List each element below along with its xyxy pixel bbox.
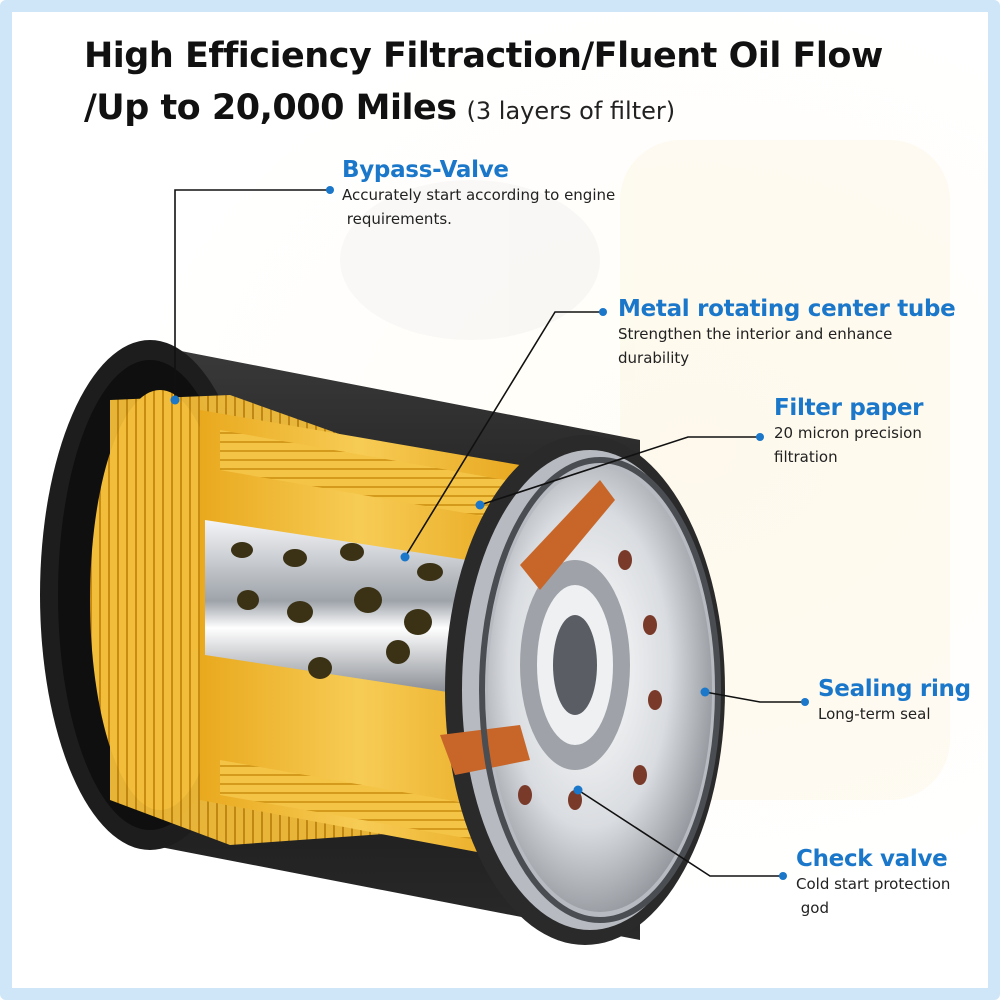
seal-dot bbox=[700, 687, 710, 697]
seal-label-dot bbox=[801, 698, 809, 706]
callout-center-tube: Metal rotating center tube Strengthen th… bbox=[618, 296, 956, 370]
callout-paper-desc-2: filtration bbox=[774, 448, 838, 466]
callout-check-desc-2: god bbox=[796, 899, 829, 917]
bypass-dot bbox=[170, 395, 180, 405]
callout-bypass-title: Bypass-Valve bbox=[342, 157, 509, 183]
leader-lines bbox=[174, 189, 805, 877]
bypass-label-dot bbox=[326, 186, 334, 194]
callout-seal-desc-1: Long-term seal bbox=[818, 705, 931, 723]
tube-label-dot bbox=[599, 308, 607, 316]
tube-dot bbox=[400, 552, 410, 562]
callout-bypass-valve: Bypass-Valve Accurately start according … bbox=[342, 157, 615, 231]
callout-tube-desc-2: durability bbox=[618, 349, 690, 367]
callout-tube-title: Metal rotating center tube bbox=[618, 296, 956, 322]
callout-seal-title: Sealing ring bbox=[818, 676, 971, 702]
callout-check-desc-1: Cold start protection bbox=[796, 875, 951, 893]
headline-subtitle: (3 layers of filter) bbox=[466, 97, 676, 125]
headline-line-1: High Efficiency Filtraction/Fluent Oil F… bbox=[84, 36, 883, 76]
check-label-dot bbox=[779, 872, 787, 880]
callout-bypass-desc-1: Accurately start according to engine bbox=[342, 186, 616, 204]
headline-line-2-main: /Up to 20,000 Miles bbox=[84, 88, 457, 128]
callout-check-valve: Check valve Cold start protection god bbox=[796, 846, 950, 920]
callout-paper-desc-1: 20 micron precision bbox=[774, 424, 922, 442]
filter-cutaway bbox=[200, 410, 540, 860]
check-dot bbox=[573, 785, 583, 795]
callout-filter-paper: Filter paper 20 micron precision filtrat… bbox=[774, 395, 924, 469]
paper-dot bbox=[475, 500, 485, 510]
callout-bypass-desc-2: requirements. bbox=[342, 210, 452, 228]
headline-line-2: /Up to 20,000 Miles (3 layers of filter) bbox=[84, 88, 675, 128]
leader-dots bbox=[170, 186, 809, 880]
callout-check-title: Check valve bbox=[796, 846, 948, 872]
paper-label-dot bbox=[756, 433, 764, 441]
callout-tube-desc-1: Strengthen the interior and enhance bbox=[618, 325, 893, 343]
callout-paper-title: Filter paper bbox=[774, 395, 924, 421]
base-plate bbox=[440, 435, 725, 945]
callout-sealing-ring: Sealing ring Long-term seal bbox=[818, 676, 971, 726]
